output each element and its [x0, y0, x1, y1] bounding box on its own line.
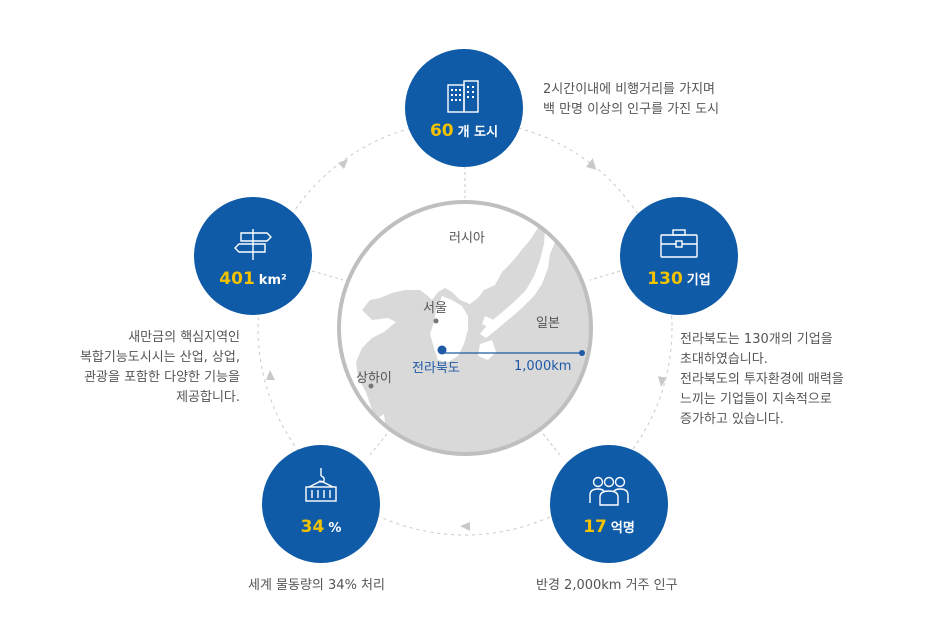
seoul-dot	[433, 318, 439, 324]
desc-line: 제공합니다.	[176, 390, 240, 405]
map-label-japan: 일본	[536, 316, 560, 331]
desc-logistics: 세계 물동량의 34% 처리	[248, 576, 385, 596]
spokes	[311, 166, 621, 456]
desc-line: 새만금의 핵심지역인	[128, 330, 240, 345]
node-companies-unit: 기업	[686, 273, 711, 288]
desc-line: 증가하고 있습니다.	[680, 412, 784, 427]
node-population-value: 17	[583, 517, 607, 537]
jeonbuk-dot	[437, 345, 447, 355]
map-label-distance: 1,000km	[514, 359, 572, 374]
node-area-unit: km²	[258, 273, 287, 288]
desc-line: 반경 2,000km 거주 인구	[536, 578, 678, 593]
desc-area: 새만금의 핵심지역인 복합기능도시시는 산업, 상업, 관광을 포함한 다양한 …	[40, 328, 240, 408]
map-label-seoul: 서울	[423, 301, 447, 316]
desc-line: 전라북도는 130개의 기업을	[680, 332, 833, 347]
desc-line: 2시간이내에 비행거리를 가지며	[543, 82, 716, 97]
desc-line: 복합기능도시시는 산업, 상업,	[79, 350, 240, 365]
briefcase-icon	[660, 229, 698, 258]
cargo-crane-icon	[305, 468, 337, 502]
node-logistics-stat: 34%	[262, 517, 380, 537]
desc-cities: 2시간이내에 비행거리를 가지며 백 만명 이상의 인구를 가진 도시	[543, 80, 719, 120]
node-companies-value: 130	[647, 269, 683, 289]
map-label-russia: 러시아	[449, 231, 485, 246]
desc-line: 전라북도의 투자환경에 매력을	[680, 372, 844, 387]
node-cities-value: 60	[429, 121, 454, 141]
signpost-icon	[234, 229, 272, 260]
people-icon	[589, 476, 629, 506]
node-logistics: 34%	[262, 445, 380, 563]
map-label-shanghai: 상하이	[356, 371, 392, 386]
node-logistics-value: 34	[300, 517, 325, 537]
desc-line: 관광을 포함한 다양한 기능을	[84, 370, 240, 385]
node-logistics-unit: %	[328, 521, 342, 536]
desc-line: 느끼는 기업들이 지속적으로	[680, 392, 832, 407]
desc-population: 반경 2,000km 거주 인구	[536, 576, 678, 596]
node-area-value: 401	[219, 269, 255, 289]
desc-line: 세계 물동량의 34% 처리	[248, 578, 385, 593]
building-icon	[447, 80, 479, 113]
node-population-unit: 억명	[610, 521, 635, 536]
desc-line: 백 만명 이상의 인구를 가진 도시	[543, 102, 720, 117]
shanghai-dot	[368, 383, 374, 389]
desc-companies: 전라북도는 130개의 기업을 초대하였습니다. 전라북도의 투자환경에 매력을…	[680, 330, 844, 430]
distance-end-dot	[579, 350, 585, 356]
orbit-arrows	[266, 158, 667, 531]
desc-line: 초대하였습니다.	[680, 352, 768, 367]
node-cities-unit: 개 도시	[457, 125, 499, 140]
map-label-jeonbuk: 전라북도	[412, 361, 460, 376]
map-disc-border	[337, 200, 593, 456]
